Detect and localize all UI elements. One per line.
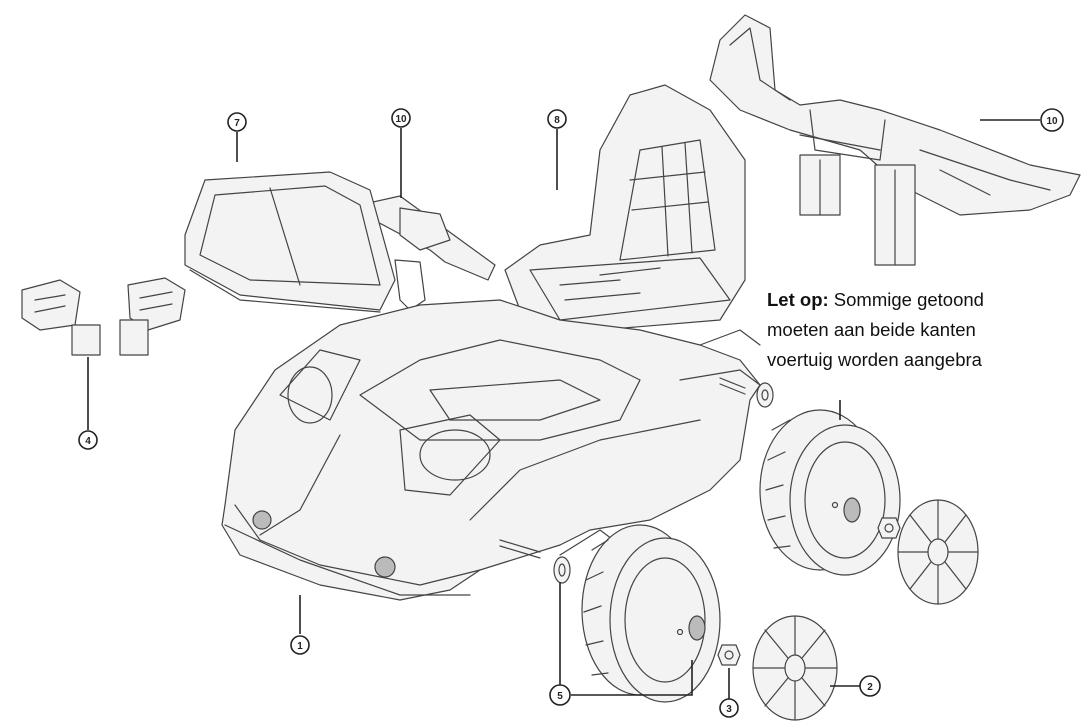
rear-spoiler-part (709, 14, 1081, 266)
assembly-note: Let op: Sommige getoond moeten aan beide… (767, 285, 1087, 375)
steering-wheel-part (359, 195, 496, 311)
callout-4: 4 (78, 430, 98, 450)
note-line-1: Let op: Sommige getoond (767, 285, 1087, 315)
callout-3: 3 (719, 698, 739, 718)
washer-front (553, 556, 571, 584)
note-text-1: Sommige getoond (833, 289, 984, 310)
svg-text:5: 5 (557, 691, 563, 702)
rear-wheel-part (759, 409, 901, 576)
callout-8: 8 (547, 109, 567, 129)
windshield-part (184, 171, 396, 313)
callout-10: 10 (1040, 108, 1064, 132)
hubcap-rear (897, 499, 979, 605)
svg-text:3: 3 (726, 704, 732, 715)
hubcap-front (752, 615, 838, 721)
side-mirror-right-part (119, 277, 186, 356)
car-body-part (221, 299, 761, 601)
svg-text:10: 10 (1046, 116, 1058, 127)
callout-2: 2 (859, 675, 881, 697)
svg-text:4: 4 (85, 436, 91, 447)
svg-text:10: 10 (395, 114, 407, 125)
svg-text:2: 2 (867, 682, 873, 693)
note-line-2: moeten aan beide kanten (767, 319, 976, 340)
axle-pin-rear (719, 377, 746, 395)
svg-text:8: 8 (554, 115, 560, 126)
svg-text:7: 7 (234, 118, 240, 129)
callout-1: 1 (290, 635, 310, 655)
svg-text:1: 1 (297, 641, 303, 652)
note-label: Let op: (767, 289, 829, 310)
axle-pin-front (499, 539, 541, 559)
nut-rear (877, 517, 901, 539)
callout-9: 10 (391, 108, 411, 128)
side-mirror-left-part (21, 279, 101, 356)
callout-7: 7 (227, 112, 247, 132)
callout-5: 5 (549, 684, 571, 706)
washer-rear (756, 382, 774, 408)
leader-lines (87, 119, 1040, 700)
nut-front (717, 644, 741, 666)
note-line-3: voertuig worden aangebra (767, 349, 982, 370)
front-wheel-part (581, 524, 721, 703)
